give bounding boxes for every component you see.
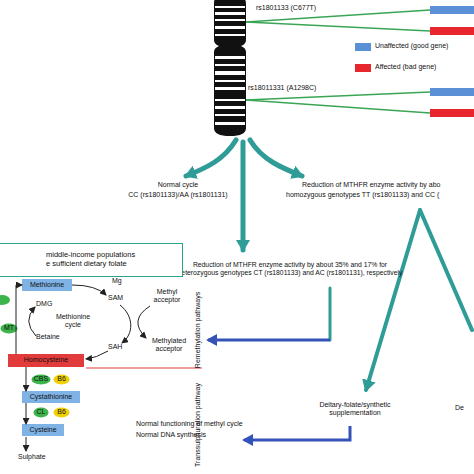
node-text: Homocysteine	[24, 356, 68, 364]
text-label: Mg	[112, 277, 122, 285]
cycle-arrow	[72, 285, 106, 295]
node-text: middle-income populations e sufficient d…	[46, 251, 150, 268]
chromosome-band	[215, 106, 245, 109]
text-label: SAM	[108, 294, 123, 302]
node-text: CL	[37, 408, 46, 416]
node-text: Cystathionine	[30, 393, 72, 401]
node-text: MT	[4, 324, 14, 332]
pathway-arrow	[16, 285, 22, 354]
node-text: CBS	[34, 375, 48, 383]
chromosome-band	[215, 26, 245, 29]
legend-swatch	[355, 43, 371, 51]
allele-bar	[430, 88, 474, 96]
enzyme-oval: MT	[0, 323, 18, 334]
leader-line	[246, 10, 430, 22]
text-label: Normal functioning of methyl cycle	[136, 420, 243, 428]
text-label: CC (rs1801133)/AA (rs1801131)	[108, 191, 248, 199]
text-label: Betaine	[36, 333, 60, 341]
chromosome-band	[215, 99, 245, 101]
node-text: Cysteine	[29, 426, 56, 434]
legend-text: Unaffected (good gene)	[375, 42, 448, 49]
metabolite-box: Methionine	[22, 279, 72, 291]
node-text: B6	[57, 408, 66, 416]
pathway-arrow	[26, 403, 27, 424]
chromosome-band	[215, 87, 245, 90]
allele-bar	[430, 27, 474, 35]
cycle-arrow	[29, 307, 36, 336]
flow-arrow	[208, 339, 330, 342]
chromosome-band	[215, 34, 245, 36]
oval-shape	[54, 408, 70, 418]
oval-shape	[34, 408, 49, 418]
enzyme-oval: B6	[53, 374, 70, 385]
chromosome-band	[215, 56, 245, 59]
node-text: B6	[57, 375, 66, 383]
enzyme-oval: CBS	[31, 374, 51, 385]
metabolite-box: Cystathionine	[22, 391, 80, 403]
text-label: Sulphate	[18, 453, 46, 461]
chromosome-band	[215, 80, 245, 82]
note-box: middle-income populations e sufficient d…	[0, 243, 183, 277]
chromosome-band	[215, 12, 245, 15]
chromosome-band	[215, 64, 245, 66]
flow-arrow	[250, 140, 302, 176]
text-label: rs18011331 (A1298C)	[248, 84, 316, 92]
chromosome-band	[215, 122, 245, 125]
leader-line	[246, 22, 430, 31]
pathway-arrow	[26, 367, 27, 391]
cycle-arrow	[120, 305, 131, 343]
text-label: rs1801133 (C677T)	[256, 4, 316, 12]
enzyme-oval: B6	[53, 407, 70, 418]
cycle-arrow	[86, 351, 108, 359]
oval-shape	[32, 375, 51, 385]
leader-lines	[246, 10, 430, 113]
metabolite-box: Homocysteine	[8, 354, 84, 367]
pathway-divider	[86, 368, 202, 369]
text-label: De	[455, 404, 464, 412]
pathway-label: Transsulphuration pathway	[194, 383, 202, 467]
enzyme-oval	[0, 295, 10, 305]
chromosome	[214, 0, 246, 136]
text-label: SAH	[108, 343, 122, 351]
flow-arrow	[420, 210, 472, 330]
cycle-arrow	[138, 306, 150, 338]
allele-bar	[430, 6, 474, 14]
text-label: DMG	[36, 300, 52, 308]
text-label: Reduction of MTHFR enzyme activity by ab…	[302, 181, 441, 189]
flow-arrow	[244, 426, 350, 440]
oval-shape	[54, 375, 70, 385]
chromosome-band	[215, 6, 245, 8]
text-label: homozygous genotypes TT (rs1801133) and …	[286, 191, 439, 199]
flow-line	[329, 288, 332, 340]
text-label: Deitary-folate/synthetic supplementation	[310, 401, 400, 418]
cycle-arrow	[26, 437, 27, 451]
oval-shape	[1, 324, 18, 334]
chromosome-band	[215, 71, 245, 75]
chromosome-band	[215, 114, 245, 116]
node-text: Methionine	[30, 281, 64, 289]
legend-text: Affected (bad gene)	[375, 63, 436, 70]
flow-arrow	[241, 142, 246, 250]
leader-line	[246, 100, 430, 113]
flow-arrow	[186, 140, 236, 176]
allele-bar	[430, 109, 474, 117]
text-label: Methyl acceptor	[146, 288, 188, 305]
leader-line	[246, 92, 430, 100]
chromosome-bands	[215, 6, 245, 125]
text-label: Normal cycle	[108, 181, 248, 189]
text-label: Methylated acceptor	[146, 337, 192, 354]
metabolite-box: Cysteine	[22, 424, 64, 436]
pathway-label: Remethylation pathways	[194, 292, 202, 368]
chromosome-band	[215, 19, 245, 21]
text-label: Reduction of MTHFR enzyme activity by ab…	[170, 261, 410, 277]
enzyme-oval: CL	[33, 407, 49, 418]
flow-arrow	[366, 210, 420, 390]
text-label: Methionine cycle	[52, 313, 94, 330]
legend-swatch	[355, 64, 371, 72]
